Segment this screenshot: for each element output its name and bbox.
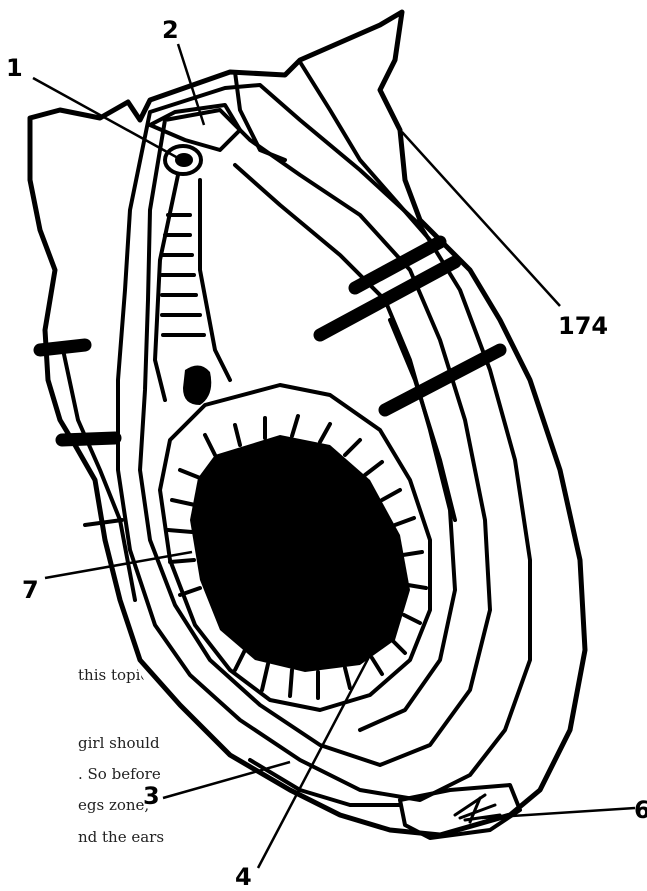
label-1: 1 [6,54,23,82]
label-174: 174 [558,312,608,340]
label-6: 6 [634,796,647,824]
label-7: 7 [22,576,39,604]
label-2: 2 [162,16,179,44]
left-band-2 [62,438,115,440]
label-4: 4 [235,863,252,891]
eye-inner [175,153,193,167]
left-band-1 [40,345,85,350]
label-3: 3 [143,782,160,810]
